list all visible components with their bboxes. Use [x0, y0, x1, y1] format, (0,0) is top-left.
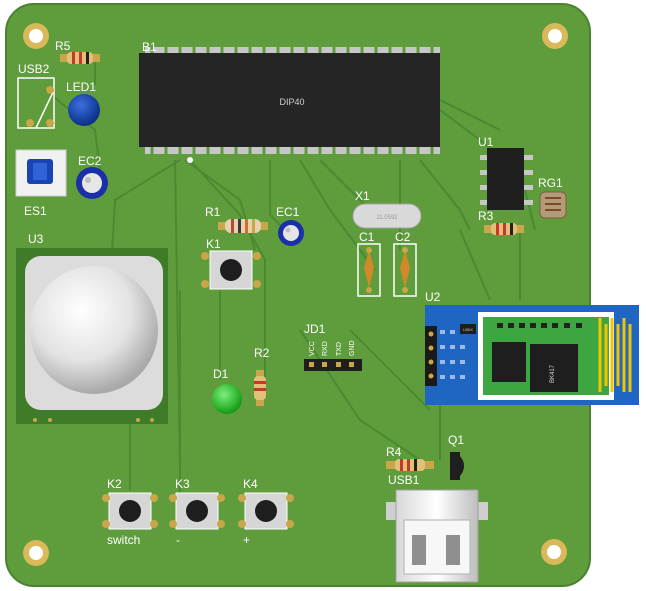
silkscreen-labels: R5 USB2 LED1 EC2 ES1 B1 U1 RG1 X1 R1 EC1… — [18, 39, 563, 547]
photoresistor-rg1 — [539, 191, 567, 219]
label-led1: LED1 — [66, 80, 96, 94]
label-x1: X1 — [355, 189, 370, 203]
resistor-r2 — [254, 370, 266, 406]
jd1-pin-labels: VCC RXD TXD GND — [309, 340, 356, 356]
svg-text:BK417: BK417 — [550, 364, 556, 383]
usb2-footprint — [17, 77, 55, 129]
label-u3: U3 — [28, 232, 44, 246]
led-d1-icon — [212, 384, 242, 414]
button-k3 — [169, 492, 225, 530]
copper-traces — [44, 60, 536, 500]
capacitor-c2 — [393, 243, 417, 297]
button-k1 — [201, 250, 261, 290]
ic-u1 — [480, 148, 533, 210]
mounting-hole-icon — [542, 23, 568, 49]
label-k4: K4 — [243, 477, 258, 491]
mounting-hole-icon — [23, 23, 49, 49]
label-rg1: RG1 — [538, 176, 563, 190]
label-c1: C1 — [359, 230, 375, 244]
label-u1: U1 — [478, 135, 494, 149]
label-k2: K2 — [107, 477, 122, 491]
label-switch: switch — [107, 533, 140, 547]
bluetooth-module-u2: BK417 LB0X — [425, 305, 639, 405]
label-usb2: USB2 — [18, 62, 50, 76]
usb-connector-usb1 — [386, 489, 488, 583]
capacitor-c1 — [357, 243, 381, 297]
led1-icon — [68, 94, 100, 126]
label-jd1: JD1 — [304, 322, 326, 336]
transistor-q1 — [450, 452, 464, 480]
pir-sensor-u3 — [16, 248, 168, 424]
resistor-r1 — [218, 219, 268, 233]
label-ec2: EC2 — [78, 154, 102, 168]
label-r2: R2 — [254, 346, 270, 360]
jd1-pin-rxd: RXD — [322, 341, 329, 356]
jd1-pin-txd: TXD — [336, 342, 343, 356]
jd1-pin-vcc: VCC — [309, 341, 316, 356]
crystal-x1: 11.0592 — [352, 203, 422, 229]
chip-marking: DIP40 — [279, 97, 304, 107]
label-plus: + — [243, 533, 250, 547]
label-k3: K3 — [175, 477, 190, 491]
label-r3: R3 — [478, 209, 494, 223]
label-ec1: EC1 — [276, 205, 300, 219]
button-k4 — [238, 492, 294, 530]
mounting-hole-icon — [541, 539, 567, 565]
label-minus: - — [176, 533, 180, 547]
label-d1: D1 — [213, 367, 229, 381]
jd1-pin-gnd: GND — [349, 340, 356, 356]
label-k1: K1 — [206, 237, 221, 251]
ic-dip40: DIP40 — [139, 47, 440, 163]
capacitor-ec2 — [76, 167, 108, 199]
capacitor-ec1 — [278, 220, 304, 246]
resistor-r5 — [60, 52, 100, 64]
resistor-r4 — [386, 459, 434, 471]
label-q1: Q1 — [448, 433, 464, 447]
label-u2: U2 — [425, 290, 441, 304]
label-c2: C2 — [395, 230, 411, 244]
svg-text:11.0592: 11.0592 — [376, 215, 398, 221]
mounting-hole-icon — [23, 540, 49, 566]
header-jd1 — [304, 359, 362, 371]
label-r1: R1 — [205, 205, 221, 219]
label-r5: R5 — [55, 39, 71, 53]
switch-es1 — [15, 149, 67, 197]
button-k2 — [102, 492, 158, 530]
label-r4: R4 — [386, 445, 402, 459]
svg-text:LB0X: LB0X — [463, 327, 473, 332]
resistor-r3 — [484, 223, 524, 235]
label-b1: B1 — [142, 40, 157, 54]
label-usb1: USB1 — [388, 473, 420, 487]
label-es1: ES1 — [24, 204, 47, 218]
